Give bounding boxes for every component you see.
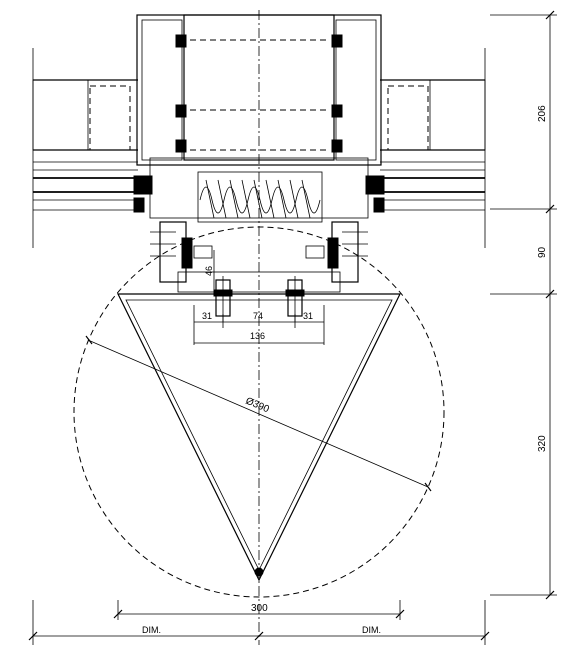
bolt-dimensions: 31 74 31 136 [193, 305, 325, 345]
triangle-width-dimension: 300 [113, 600, 405, 620]
bolt-right-label: 31 [303, 311, 313, 321]
bolt-left-label: 31 [202, 311, 212, 321]
left-wall-profile [32, 48, 153, 248]
dashed-circle [73, 226, 445, 598]
dim-left-label: DIM. [142, 625, 161, 635]
triangle-width-label: 300 [251, 603, 268, 614]
right-dimension-chain: 206 90 320 [490, 10, 557, 600]
bolt-mid-label: 74 [253, 311, 263, 321]
brackets [150, 221, 368, 293]
spring-insulation [197, 171, 323, 223]
dim-right-label: DIM. [362, 625, 381, 635]
dim-206-label: 206 [537, 105, 548, 122]
circle-diameter-label: Ø390 [244, 396, 271, 416]
triangle-truss [117, 293, 401, 582]
mullion-housing [136, 14, 382, 219]
overall-dimension: DIM. DIM. [28, 600, 490, 645]
dim-90-label: 90 [537, 246, 548, 258]
plate-offset-label: 46 [204, 266, 214, 276]
dim-320-label: 320 [537, 435, 548, 452]
bolt-total-label: 136 [250, 331, 265, 341]
diameter-line [87, 339, 429, 488]
right-wall-profile [365, 48, 486, 248]
